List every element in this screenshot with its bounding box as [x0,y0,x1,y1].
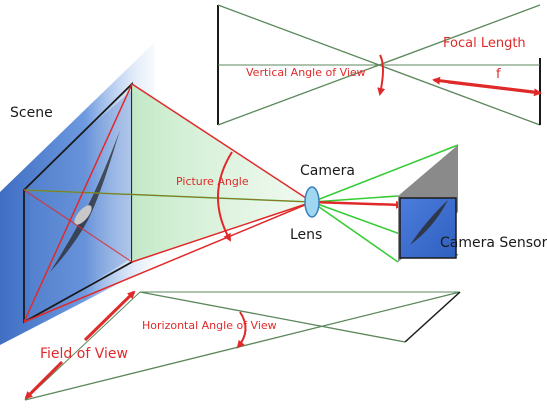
field-of-view-arrow-up [83,290,136,342]
vertical-view-diagram [217,4,542,126]
picture-angle-arc [217,151,233,242]
camera-sensor-label: Camera Sensor [440,235,547,251]
scene-label: Scene [10,105,53,121]
focal-length-label: Focal Length [443,36,526,51]
vertical-angle-label: Vertical Angle of View [246,66,366,79]
picture-angle-label: Picture Angle [176,175,249,188]
horizontal-view-diagram [24,290,461,401]
horizontal-angle-label: Horizontal Angle of View [142,319,277,332]
lens-icon [304,186,320,218]
camera-label: Camera [300,163,355,179]
camera-assembly [304,144,459,263]
horizontal-angle-arc [236,311,247,349]
field-of-view-arrow-down [24,360,64,400]
sensor-focal-arrow [311,200,404,209]
f-label: f [496,67,501,82]
focal-length-arrow-right [447,80,542,97]
view-frustum [23,83,313,323]
vertical-angle-arc [377,54,386,96]
lens-label: Lens [290,227,323,243]
field-of-view-label: Field of View [40,346,128,362]
